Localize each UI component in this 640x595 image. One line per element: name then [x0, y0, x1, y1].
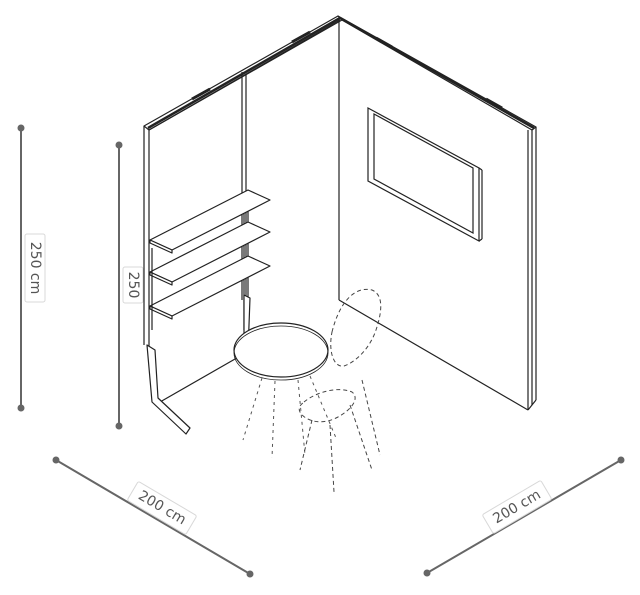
right-wall-end-cap [527, 399, 537, 411]
dim-label-height-outer: 250 cm [27, 242, 43, 295]
shelf-middle-edge [149, 271, 173, 286]
booth-walls [143, 15, 537, 411]
round-table [233, 322, 337, 459]
trim-notch [485, 97, 503, 110]
shelf-top-edge [149, 239, 173, 254]
trim-notch [291, 30, 311, 44]
right-wall-top-trim [339, 16, 535, 130]
dim-label-height-inner-group: 250 [122, 266, 144, 304]
dim-end-dot [423, 569, 431, 577]
chair-back [330, 288, 382, 367]
screen-thickness-2 [478, 238, 483, 242]
table-top [233, 322, 329, 378]
dim-end-dot [246, 570, 254, 578]
dim-end-dot [115, 422, 123, 430]
left-wall-top-trim [147, 16, 341, 130]
shelf-foot [146, 344, 191, 435]
dim-end-dot [52, 456, 60, 464]
dim-line-width-left [55, 459, 251, 575]
dimension-lines [17, 124, 625, 578]
dim-end-dot [617, 456, 625, 464]
screen-thickness [478, 167, 483, 171]
dim-line-width-right [426, 459, 622, 574]
shelving-unit [146, 189, 271, 435]
chair-legs [299, 379, 381, 493]
table-top-edge [233, 325, 329, 381]
dim-end-dot [17, 124, 25, 132]
right-wall-bottom [338, 299, 529, 411]
dim-label-height-outer-group: 250 cm [24, 233, 46, 303]
chair [298, 288, 382, 493]
chair-seat [298, 389, 356, 423]
wall-screen [367, 106, 483, 243]
trim-notch [191, 87, 211, 101]
screen-inner [373, 112, 474, 235]
dim-label-height-inner: 250 [125, 272, 141, 299]
shelf-bottom-edge [149, 305, 173, 320]
dim-end-dot [17, 404, 25, 412]
trim-notch [375, 36, 393, 49]
dim-end-dot [115, 141, 123, 149]
left-wall-inner-top [148, 19, 341, 131]
left-wall-bottom [159, 354, 243, 403]
table-legs [242, 375, 337, 459]
